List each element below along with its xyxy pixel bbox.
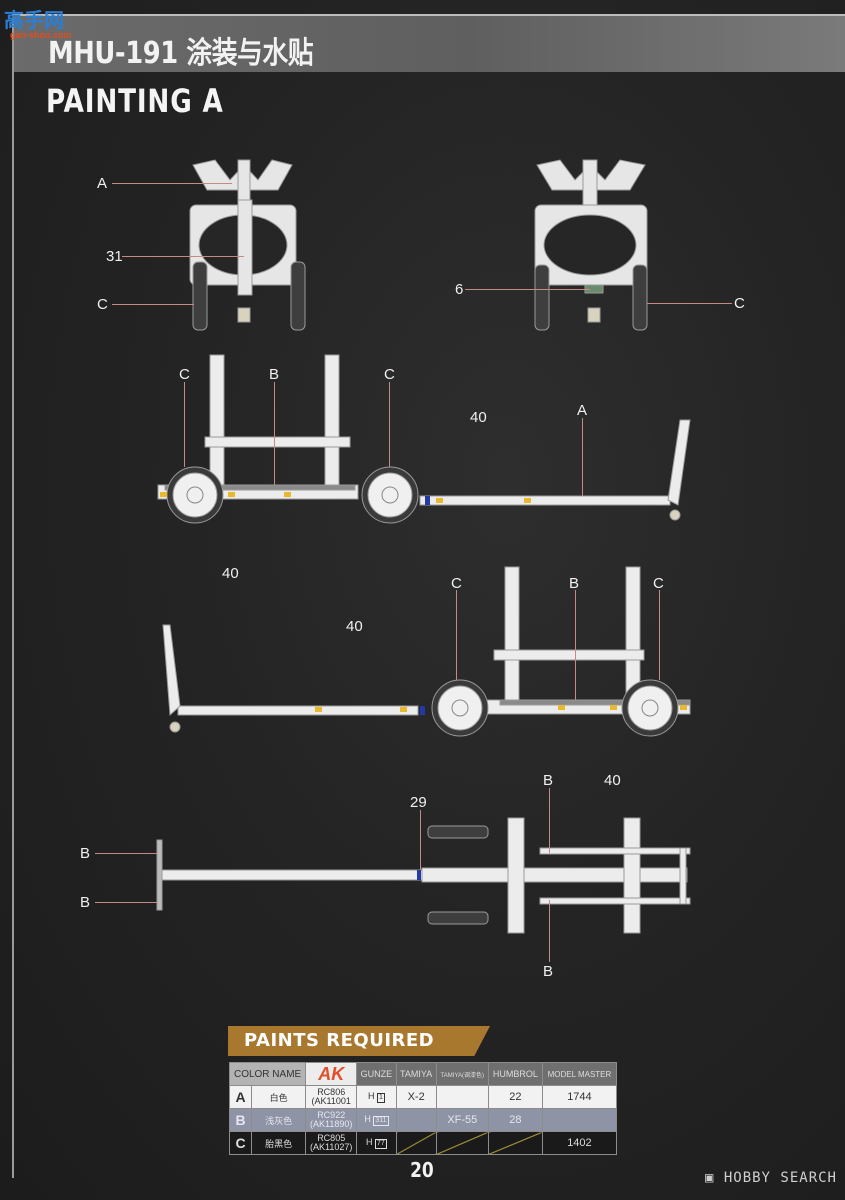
leader-line bbox=[112, 304, 194, 305]
paint-humbrol bbox=[487, 1131, 543, 1155]
decal-40-marks-left bbox=[315, 705, 687, 712]
paint-ak: RC805(AK11027) bbox=[305, 1131, 358, 1155]
callout-side-left-40-bottom: 40 bbox=[604, 772, 621, 789]
paint-row-a: A 白色 RC806(AK11001 H 1 X-2 22 1744 bbox=[229, 1085, 618, 1109]
paint-gunze: H 77 bbox=[356, 1131, 397, 1155]
callout-top-b1: B bbox=[80, 845, 91, 862]
callout-side-left-40-top: 40 bbox=[346, 618, 363, 635]
header-model-master: MODEL MASTER bbox=[541, 1062, 618, 1086]
paint-model-master bbox=[541, 1108, 618, 1132]
logo-url: gao-shou.com bbox=[10, 30, 72, 40]
callout-top-b4: B bbox=[543, 963, 554, 980]
leader-line bbox=[389, 382, 390, 467]
frame-border bbox=[12, 18, 14, 1178]
callout-top-b3: B bbox=[543, 772, 554, 789]
leader-line bbox=[465, 289, 590, 290]
callout-side-right-40-top: 40 bbox=[470, 409, 487, 426]
paint-tamiya-mix bbox=[435, 1085, 489, 1109]
header-tamiya: TAMIYA bbox=[395, 1062, 437, 1086]
callout-side-right-40-bottom: 40 bbox=[222, 565, 239, 582]
header-humbrol: HUMBROL bbox=[487, 1062, 543, 1086]
callout-front-31: 31 bbox=[106, 248, 123, 265]
callout-front-c: C bbox=[97, 296, 108, 313]
paint-model-master: 1744 bbox=[541, 1085, 618, 1109]
header-band bbox=[12, 14, 845, 72]
callout-top-29: 29 bbox=[410, 794, 427, 811]
leader-line bbox=[420, 810, 421, 870]
header-color-name: COLOR NAME bbox=[228, 1062, 307, 1086]
paint-model-master: 1402 bbox=[541, 1131, 618, 1155]
callout-side-right-a: A bbox=[577, 402, 588, 419]
paint-humbrol: 28 bbox=[487, 1108, 543, 1132]
header-tamiya-mix: TAMIYA(调漆色) bbox=[435, 1062, 489, 1086]
leader-line bbox=[549, 788, 550, 853]
paint-row-c: C 胎黑色 RC805(AK11027) H 77 1402 bbox=[229, 1131, 618, 1155]
paint-tamiya: X-2 bbox=[395, 1085, 437, 1109]
callout-side-left-b: B bbox=[569, 575, 580, 592]
leader-line bbox=[274, 382, 275, 485]
header-gunze: GUNZE bbox=[356, 1062, 397, 1086]
leader-line bbox=[95, 902, 157, 903]
section-title: PAINTING A bbox=[46, 82, 224, 120]
paint-ak: RC806(AK11001 bbox=[305, 1085, 358, 1109]
paints-header-row: COLOR NAME AK GUNZE TAMIYA TAMIYA(调漆色) H… bbox=[228, 1062, 618, 1086]
logo-text: 高手网 bbox=[4, 10, 64, 32]
rear-view-drawing bbox=[534, 159, 648, 331]
paint-tamiya-mix: XF-55 bbox=[435, 1108, 489, 1132]
paint-gunze: H 311 bbox=[356, 1108, 397, 1132]
callout-side-right-c1: C bbox=[179, 366, 190, 383]
paint-row-b: B 浅灰色 RC922(AK11890) H 311 XF-55 28 bbox=[229, 1108, 618, 1132]
paint-tamiya-mix bbox=[435, 1131, 489, 1155]
header-ak-logo: AK bbox=[305, 1062, 358, 1086]
leader-line bbox=[184, 382, 185, 467]
callout-top-b2: B bbox=[80, 894, 91, 911]
hobby-search-icon: ▣ bbox=[704, 1170, 724, 1186]
paint-name: 白色 bbox=[250, 1085, 307, 1109]
front-view-drawing bbox=[189, 159, 306, 331]
page-number: 20 bbox=[410, 1158, 434, 1182]
top-view-drawing bbox=[156, 817, 691, 934]
watermark: ▣ HOBBY SEARCH bbox=[704, 1170, 837, 1186]
leader-line bbox=[582, 418, 583, 496]
vehicle-drawings bbox=[156, 159, 691, 934]
side-view-left-drawing bbox=[162, 566, 691, 737]
callout-side-left-c2: C bbox=[653, 575, 664, 592]
paint-name: 胎黑色 bbox=[250, 1131, 307, 1155]
paints-required-banner: PAINTS REQUIRED bbox=[228, 1026, 490, 1056]
paint-tamiya bbox=[395, 1131, 437, 1155]
leader-line bbox=[112, 183, 232, 184]
paint-letter: B bbox=[229, 1108, 252, 1132]
paint-letter: A bbox=[229, 1085, 252, 1109]
leader-line bbox=[647, 303, 732, 304]
callout-side-right-b: B bbox=[269, 366, 280, 383]
page-title: MHU-191 涂装与水贴 bbox=[48, 36, 314, 71]
leader-line bbox=[122, 256, 244, 257]
callout-side-right-c2: C bbox=[384, 366, 395, 383]
paints-table: COLOR NAME AK GUNZE TAMIYA TAMIYA(调漆色) H… bbox=[228, 1062, 618, 1155]
paint-ak: RC922(AK11890) bbox=[305, 1108, 358, 1132]
callout-front-a: A bbox=[97, 175, 108, 192]
callout-rear-c: C bbox=[734, 295, 745, 312]
leader-line bbox=[95, 853, 157, 854]
paint-gunze: H 1 bbox=[356, 1085, 397, 1109]
paints-required-title: PAINTS REQUIRED bbox=[244, 1030, 435, 1051]
leader-line bbox=[549, 900, 550, 962]
paint-humbrol: 22 bbox=[487, 1085, 543, 1109]
callout-side-left-c1: C bbox=[451, 575, 462, 592]
paint-letter: C bbox=[229, 1131, 252, 1155]
side-view-right-drawing bbox=[157, 354, 691, 524]
callout-rear-6: 6 bbox=[455, 281, 464, 298]
site-logo: 高手网 gao-shou.com bbox=[4, 4, 84, 44]
leader-line bbox=[456, 590, 457, 680]
paint-tamiya bbox=[395, 1108, 437, 1132]
decal-40-marks-right bbox=[160, 492, 531, 503]
leader-line bbox=[575, 590, 576, 700]
paint-name: 浅灰色 bbox=[250, 1108, 307, 1132]
leader-line bbox=[659, 590, 660, 680]
